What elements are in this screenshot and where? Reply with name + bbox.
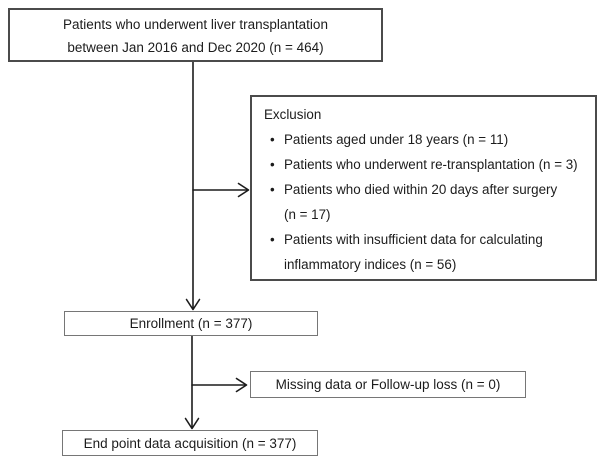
bullet-icon: • bbox=[270, 132, 275, 147]
bullet-icon: • bbox=[270, 157, 275, 172]
source-population-box: Patients who underwent liver transplanta… bbox=[8, 8, 383, 62]
exclusion-item-text: Patients aged under 18 years (n = 11) bbox=[284, 132, 509, 147]
source-population-line2: between Jan 2016 and Dec 2020 (n = 464) bbox=[67, 40, 324, 55]
exclusion-title: Exclusion bbox=[264, 107, 322, 122]
source-population-line1: Patients who underwent liver transplanta… bbox=[63, 17, 328, 32]
exclusion-item: • Patients who died within 20 days after… bbox=[264, 177, 593, 227]
exclusion-item-text-wrap: (n = 17) bbox=[284, 207, 331, 222]
arrowhead-down-endpoint-icon bbox=[184, 417, 200, 430]
exclusion-item-text: Patients with insufficient data for calc… bbox=[284, 232, 543, 247]
endpoint-label: End point data acquisition (n = 377) bbox=[83, 435, 297, 451]
exclusion-item-text-wrap: inflammatory indices (n = 56) bbox=[284, 257, 457, 272]
arrowhead-right-missing-icon bbox=[235, 377, 248, 393]
exclusion-item-text: Patients who died within 20 days after s… bbox=[284, 182, 558, 197]
exclusion-box: Exclusion • Patients aged under 18 years… bbox=[250, 95, 597, 281]
bullet-icon: • bbox=[270, 232, 275, 247]
missing-data-label: Missing data or Follow-up loss (n = 0) bbox=[275, 377, 501, 392]
arrowhead-right-exclusion-icon bbox=[237, 182, 250, 198]
missing-data-box: Missing data or Follow-up loss (n = 0) bbox=[250, 371, 526, 398]
bullet-icon: • bbox=[270, 182, 275, 197]
exclusion-item: • Patients aged under 18 years (n = 11) bbox=[264, 127, 593, 152]
enrollment-box: Enrollment (n = 377) bbox=[64, 311, 318, 336]
endpoint-box: End point data acquisition (n = 377) bbox=[62, 430, 318, 456]
exclusion-item: • Patients who underwent re-transplantat… bbox=[264, 152, 593, 177]
exclusion-item-text: Patients who underwent re-transplantatio… bbox=[284, 157, 578, 172]
enrollment-label: Enrollment (n = 377) bbox=[129, 316, 253, 331]
exclusion-item: • Patients with insufficient data for ca… bbox=[264, 227, 593, 277]
arrowhead-down-enrollment-icon bbox=[185, 298, 201, 311]
